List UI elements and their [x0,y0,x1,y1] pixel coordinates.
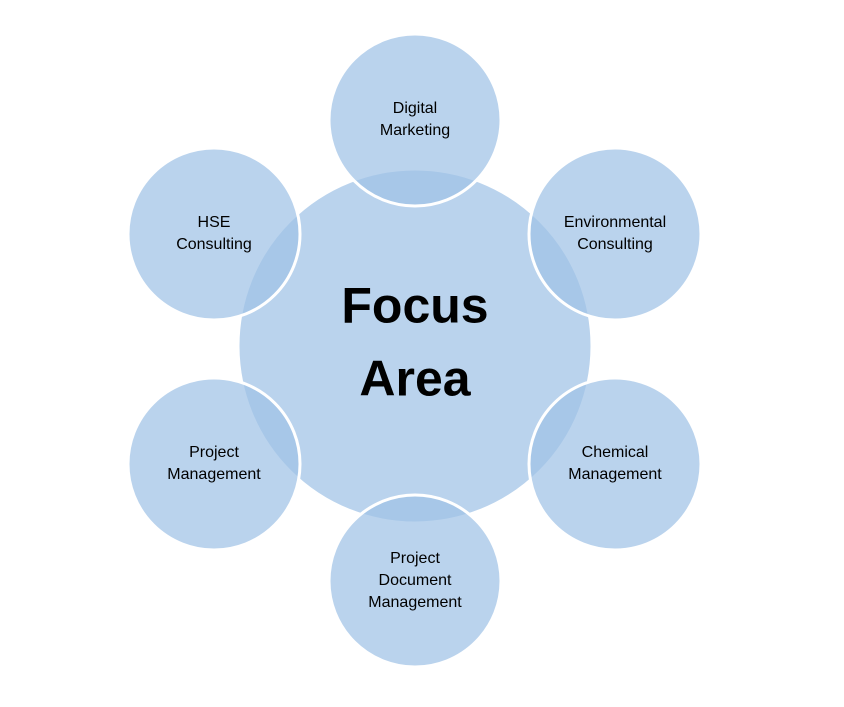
satellite-label-environmental-consulting-line: Environmental [564,214,666,231]
satellite-circle-environmental-consulting [527,146,703,322]
satellite-circle-chemical-management [527,376,703,552]
satellite-label-chemical-management-line: Management [568,466,662,483]
satellite-circle-project-document-management [327,493,503,669]
focus-area-label-line: Area [359,351,471,407]
satellite-circle-hse-consulting [126,146,302,322]
satellite-label-chemical-management-line: Chemical [582,444,649,461]
satellite-label-digital-marketing-line: Marketing [380,122,450,139]
satellite-label-project-document-management-line: Document [379,572,452,589]
satellite-label-project-document-management-line: Project [390,550,440,567]
satellite-circle-project-management [126,376,302,552]
satellite-label-hse-consulting: HSE Consulting [176,214,252,253]
satellite-label-project-management-line: Management [167,466,261,483]
satellite-label-environmental-consulting-line: Consulting [577,236,653,253]
satellite-label-hse-consulting-line: HSE [198,214,231,231]
satellite-label-digital-marketing-line: Digital [393,100,437,117]
satellite-circle-digital-marketing [327,32,503,208]
satellite-label-hse-consulting-line: Consulting [176,236,252,253]
satellite-label-project-document-management-line: Management [368,594,462,611]
focus-area-label-line: Focus [341,278,488,334]
satellite-label-project-management-line: Project [189,444,239,461]
